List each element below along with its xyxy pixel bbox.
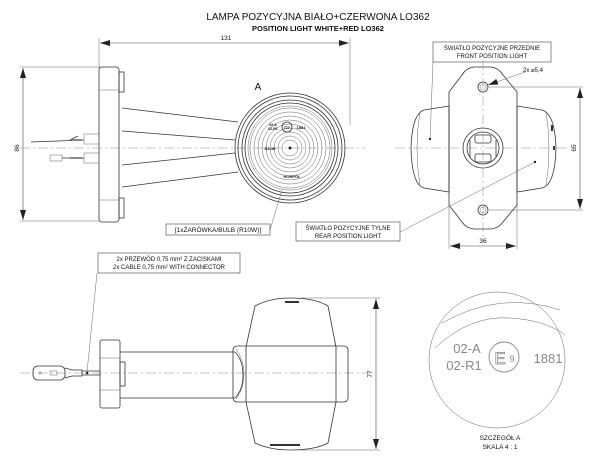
lens-marking-top: 02-A (269, 123, 277, 127)
wire-sleeve (83, 133, 100, 145)
wire-terminal (49, 154, 63, 162)
lamp-band (232, 345, 349, 403)
lens-ring (244, 102, 336, 194)
detail-marking-line2: 02-R1 (446, 358, 481, 373)
plate-tab (118, 197, 125, 219)
bulb-label-box (165, 223, 271, 236)
hole-label: 2x ⌀5,4 (523, 68, 544, 74)
arm-edge (121, 107, 239, 123)
arm-joint (234, 351, 244, 399)
wire-crimp (72, 139, 82, 141)
title-block: LAMPA POZYCYJNA BIAŁO+CZERWONA LO362 POS… (206, 12, 430, 33)
dim-length-label: 131 (221, 35, 232, 42)
arm-edge (121, 171, 239, 188)
front-label-pl: ŚWIATŁO POZYCYJNE PRZEDNIE (444, 44, 540, 52)
mounting-plate (448, 66, 518, 230)
dim-hole-spacing-label: 65 (571, 144, 578, 152)
base-plate (99, 339, 121, 409)
connector-slot (49, 370, 58, 376)
lamp-body-left (410, 105, 450, 193)
leader-dot (533, 160, 537, 164)
rear-label-pl: ŚWIATŁO POZYCYJNE TYLNE (305, 224, 390, 232)
top-view: 2x PRZEWÓD 0,75 mm² Z ZACISKAMI 2x CABLE… (20, 252, 380, 451)
front-label-box (432, 41, 552, 63)
lens-number: 1881 (297, 125, 307, 130)
arm-edge (121, 152, 236, 166)
leader-dot (428, 137, 432, 141)
lens-ring (234, 92, 346, 204)
detail-a: 02-A 02-R1 E 9 1881 SZCZEGÓŁ A SKALA 4 :… (428, 291, 566, 451)
body-mark (551, 125, 553, 131)
detail-caption-2: SKALA 4 : 1 (482, 444, 517, 451)
detail-arc (434, 317, 566, 349)
plate-tab (119, 361, 126, 387)
wire-sleeve (83, 152, 100, 164)
wire-crimp (70, 157, 82, 159)
lens-center (288, 146, 292, 150)
cable-dot (85, 371, 89, 375)
rear-label-en: REAR POSITION LIGHT (315, 234, 382, 240)
lens-ring (247, 105, 333, 191)
title-main: LAMPA POZYCYJNA BIAŁO+CZERWONA LO362 (206, 12, 430, 23)
lens-approval: E9 (284, 125, 290, 130)
wire-tab (69, 135, 79, 141)
front-view: ŚWIATŁO POZYCYJNE PRZEDNIE FRONT POSITIO… (295, 41, 583, 249)
lens: A 02-A 02-R1 E9 1881 R10W HORPOL (234, 82, 346, 204)
detail-arc (441, 302, 561, 324)
lens-ring (269, 127, 311, 169)
leader-line (429, 61, 434, 140)
approval-letter: E (494, 349, 505, 368)
leader-line (399, 161, 536, 233)
base-plate (98, 66, 120, 223)
cable-label-en: 2x CABLE 0,75 mm² WITH CONNECTOR (113, 265, 226, 271)
lamp-body-right (516, 105, 557, 193)
lens-ring (253, 111, 327, 185)
lamp-head (245, 297, 337, 451)
lens-ring (277, 135, 303, 161)
cable-connector (32, 365, 66, 381)
dim-height-label: 77 (367, 370, 374, 378)
lens-ring (257, 115, 323, 181)
body-contour (545, 111, 550, 187)
leader-line (86, 272, 98, 373)
detail-caption-1: SZCZEGÓŁ A (480, 433, 521, 442)
lens-ring (237, 95, 343, 201)
cable-label-pl: 2x PRZEWÓD 0,75 mm² Z ZACISKAMI (116, 256, 221, 263)
approval-circle (281, 121, 293, 133)
bulb-label: [1xŻARÓWKA/BULB (R10W)] (175, 225, 262, 234)
dim-height-label: 86 (14, 144, 21, 152)
lens-ring (261, 119, 319, 177)
hole-leader (487, 71, 526, 86)
cable-label-box (97, 252, 241, 274)
lens-marking-bottom: 02-R1 (268, 127, 278, 131)
rear-label-box (295, 221, 401, 242)
lens-ring (281, 139, 299, 157)
arm-edge (121, 130, 236, 141)
lens-ring (265, 123, 315, 173)
plate-tab (118, 71, 125, 93)
detail-marker-a: A (255, 82, 262, 93)
detail-number: 1881 (534, 351, 563, 366)
lens-ring (249, 107, 331, 189)
lens-ring (241, 99, 339, 197)
front-label-en: FRONT POSITION LIGHT (457, 54, 528, 60)
connector-hole (38, 371, 42, 375)
bottom-mark (270, 444, 300, 446)
band-contour (235, 348, 245, 400)
approval-number: 9 (509, 354, 514, 364)
lens-bulb: R10W (264, 146, 275, 151)
wire-connectors (30, 133, 100, 164)
dim-width-label: 36 (479, 238, 487, 245)
cable-crimp (64, 367, 83, 379)
detail-marking-line1: 02-A (453, 341, 481, 356)
body-contour (416, 111, 421, 187)
approval-circle (488, 341, 520, 373)
lens-brand: HORPOL (283, 174, 301, 179)
top-mark (285, 301, 299, 303)
lens-ring (273, 131, 307, 165)
title-sub: POSITION LIGHT WHITE+RED LO362 (252, 24, 384, 33)
leader-line (269, 189, 283, 231)
detail-circle (428, 291, 566, 429)
side-view: 131 86 A (14, 35, 365, 236)
